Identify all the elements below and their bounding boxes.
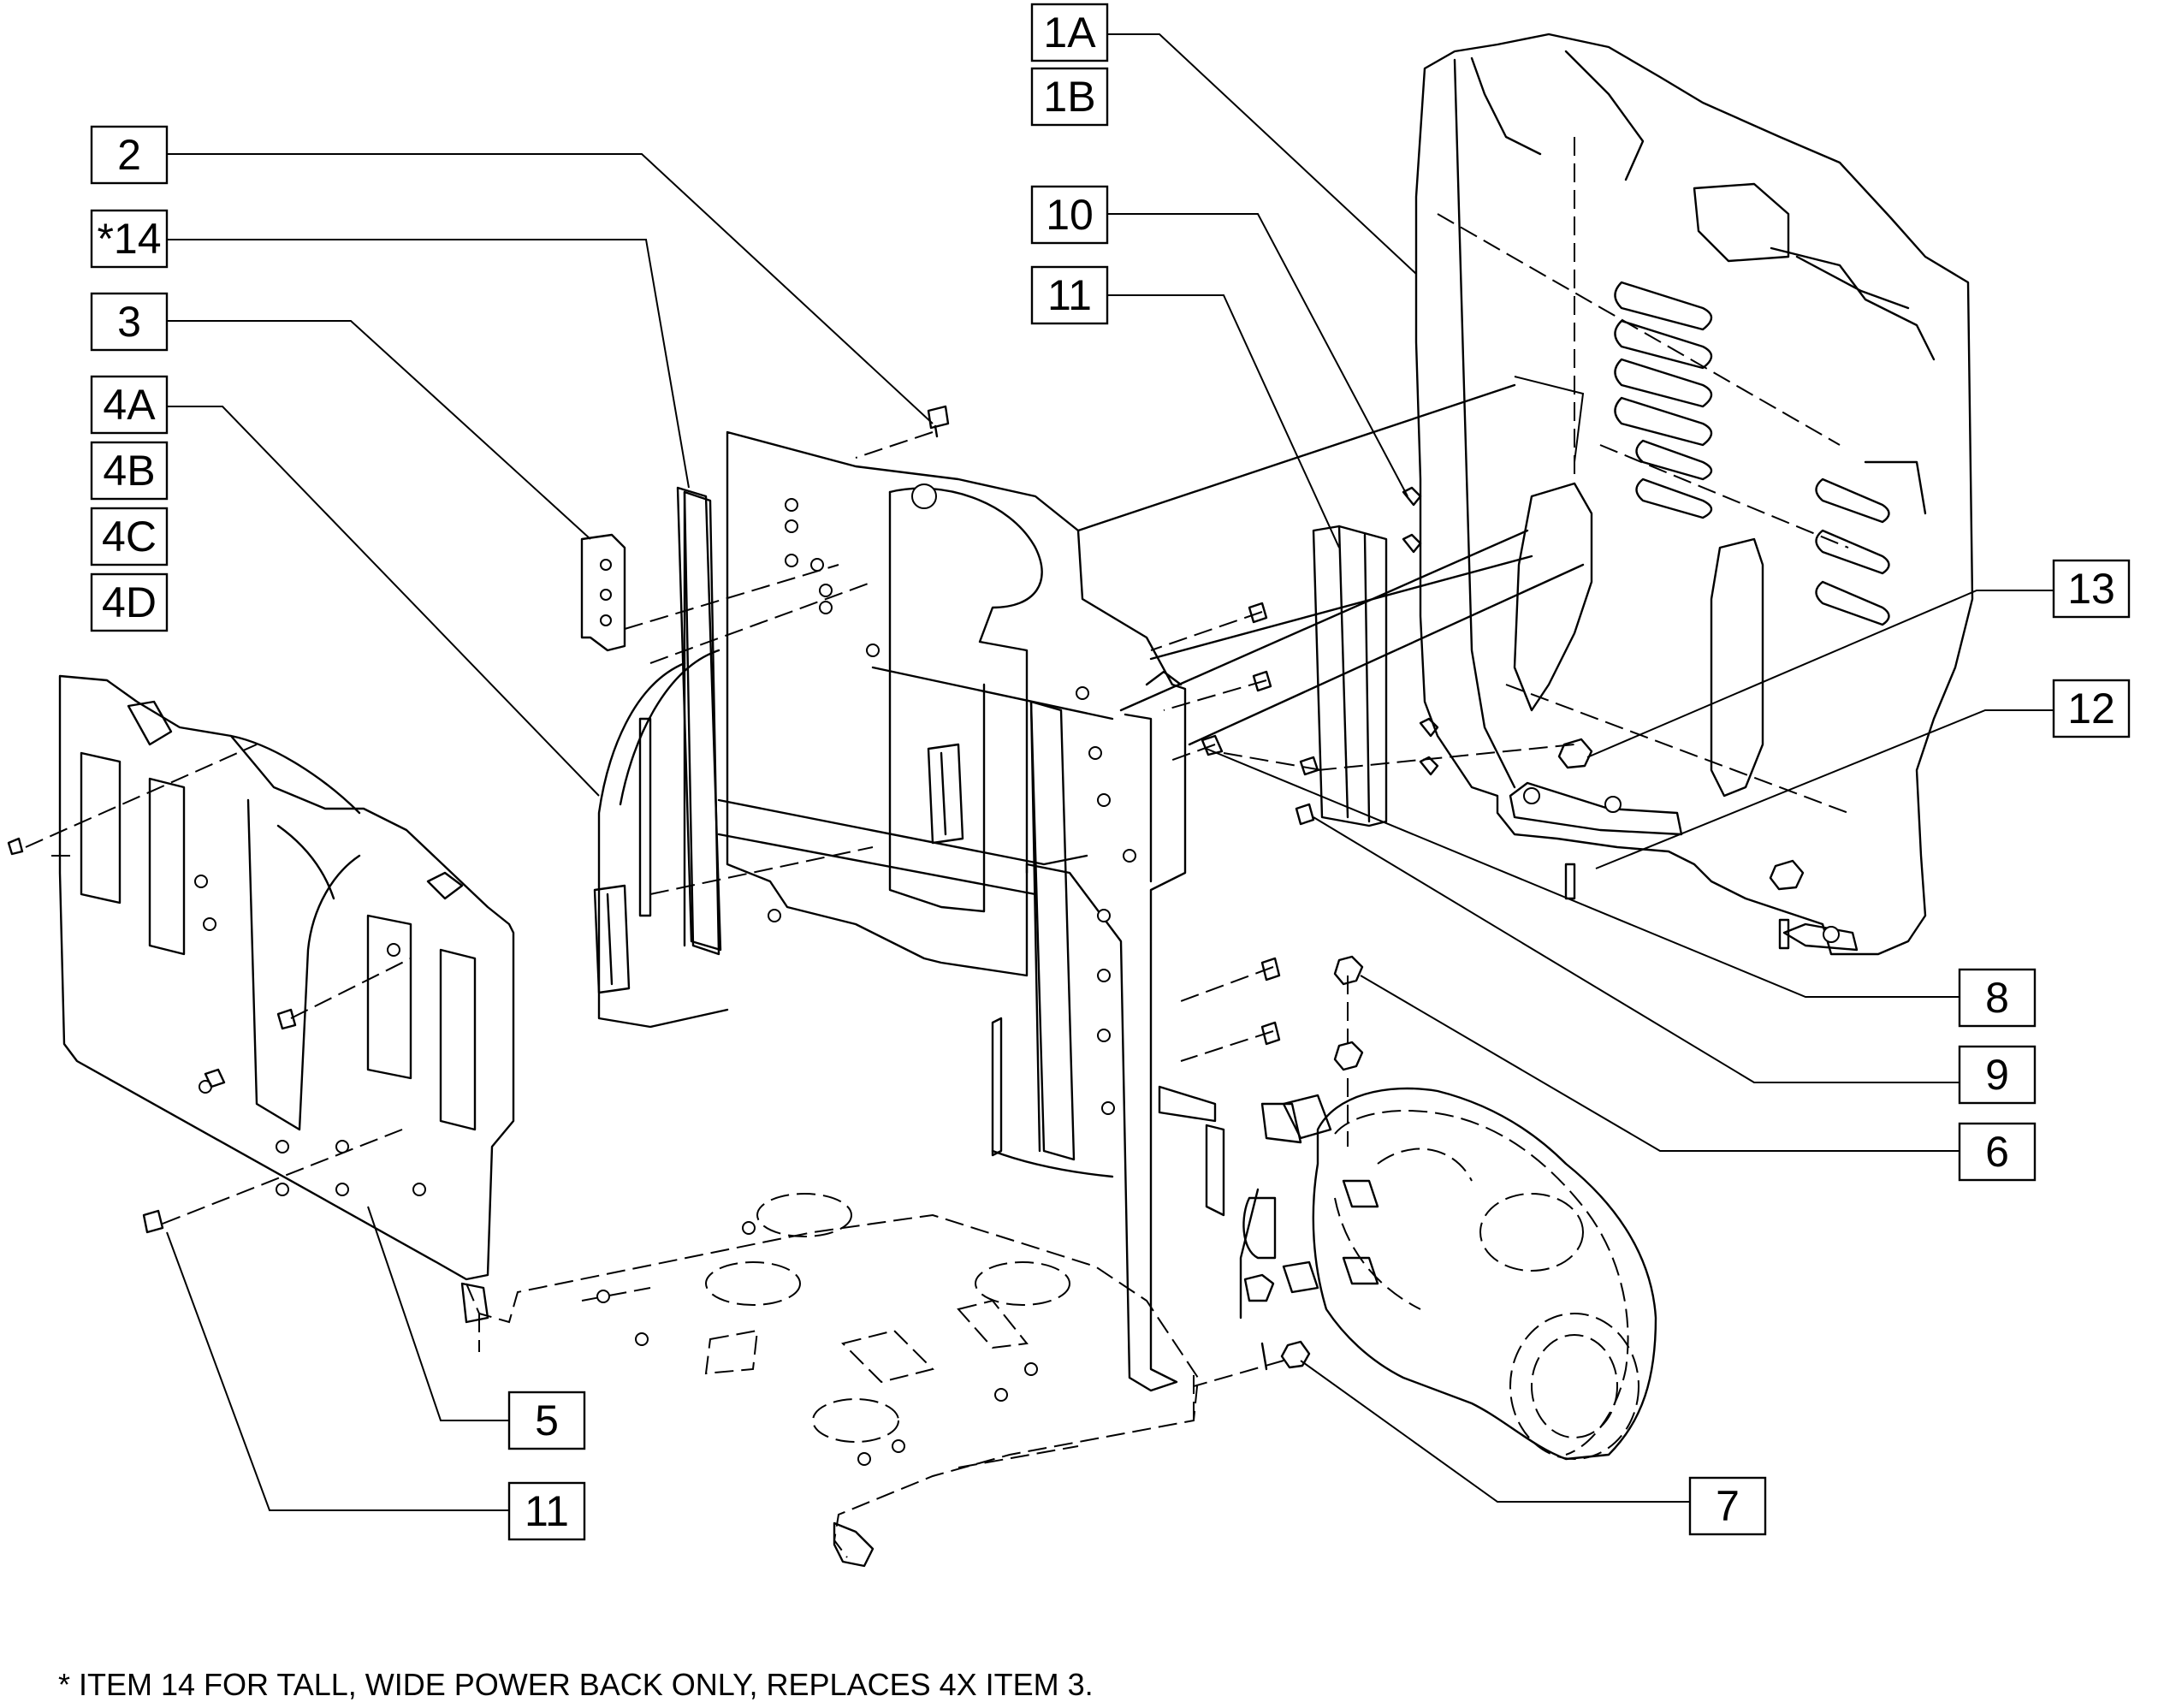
callout-11-top: 11 — [1030, 265, 1109, 325]
callout-4a: 4A — [90, 375, 169, 435]
callout-9-label: 9 — [1985, 1051, 2009, 1099]
callout-8-label: 8 — [1985, 974, 2009, 1022]
footnote: * ITEM 14 FOR TALL, WIDE POWER BACK ONLY… — [58, 1667, 1094, 1702]
callout-13: 13 — [2052, 559, 2131, 619]
callout-3: 3 — [90, 292, 169, 352]
callout-9: 9 — [1958, 1045, 2037, 1105]
callout-4d: 4D — [90, 572, 169, 632]
callout-4b: 4B — [90, 441, 169, 501]
motor-gearbox — [991, 1017, 1657, 1461]
callout-5-label: 5 — [535, 1397, 559, 1444]
callout-1b-label: 1B — [1043, 73, 1095, 121]
seat-back-shell — [1414, 33, 1974, 956]
callout-4c: 4C — [90, 507, 169, 566]
callout-14: *14 — [90, 209, 169, 269]
callout-4c-label: 4C — [102, 513, 157, 560]
callout-4d-label: 4D — [102, 578, 157, 626]
callout-1b: 1B — [1030, 67, 1109, 127]
callout-7: 7 — [1688, 1476, 1767, 1536]
callout-7-label: 7 — [1716, 1482, 1740, 1530]
callout-10: 10 — [1030, 185, 1109, 245]
callout-1a-label: 1A — [1043, 9, 1096, 56]
callout-12-label: 12 — [2067, 685, 2115, 732]
callout-5: 5 — [507, 1391, 586, 1450]
callout-2: 2 — [90, 125, 169, 185]
callout-3-label: 3 — [117, 298, 141, 346]
hardware — [7, 383, 1585, 1387]
callout-6-label: 6 — [1985, 1128, 2009, 1176]
callout-8: 8 — [1958, 968, 2037, 1028]
callout-2-label: 2 — [117, 131, 141, 179]
leader-lines — [166, 33, 2054, 1511]
callout-12: 12 — [2052, 679, 2131, 738]
callout-4a-label: 4A — [103, 381, 156, 429]
callout-11-bottom: 11 — [507, 1481, 586, 1541]
back-frame — [593, 430, 1187, 1392]
callout-14-label: *14 — [97, 215, 161, 263]
base-plate — [460, 1193, 1200, 1568]
callout-11-top-label: 11 — [1047, 271, 1092, 319]
callout-11-bottom-label: 11 — [525, 1487, 569, 1535]
callout-13-label: 13 — [2067, 565, 2115, 613]
callout-4b-label: 4B — [103, 447, 155, 495]
callout-6: 6 — [1958, 1122, 2037, 1182]
callout-10-label: 10 — [1046, 191, 1094, 239]
callout-1a: 1A — [1030, 3, 1109, 62]
left-side-plate — [51, 674, 515, 1281]
